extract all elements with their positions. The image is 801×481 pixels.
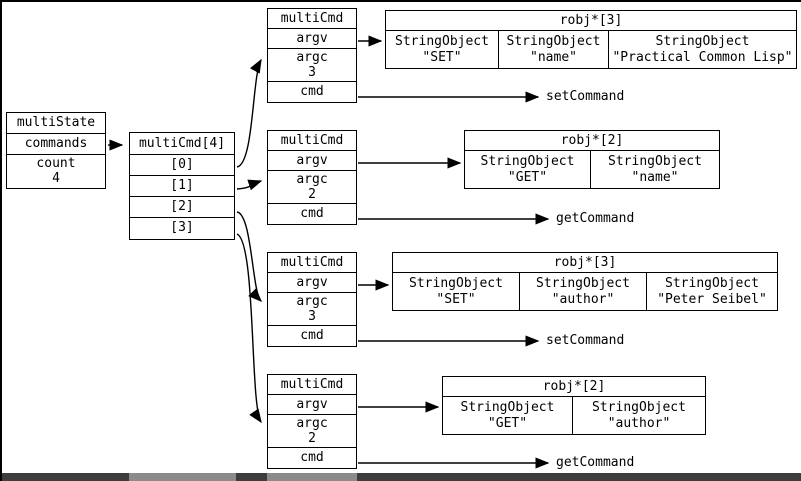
multistate-count-row: count 4 <box>7 155 105 188</box>
robj-cell-value: "author" <box>607 415 671 431</box>
robj-cell-type: StringObject <box>665 275 759 291</box>
argc-value: 2 <box>308 431 316 446</box>
robj-cells: StringObject "SET" StringObject "name" S… <box>386 31 796 68</box>
robj-cell: StringObject "name" <box>591 151 719 188</box>
multicmd-title: multiCmd <box>268 131 356 151</box>
robj-cell-value: "name" <box>530 49 577 65</box>
cmd-row: cmd <box>300 450 324 465</box>
arrow-slot2-to-multicmd3 <box>236 211 262 302</box>
cmd-target-label-3: setCommand <box>546 333 625 348</box>
cmd-row: cmd <box>300 206 324 221</box>
arrow-slot3-to-multicmd4 <box>236 233 262 424</box>
robj-cell-type: StringObject <box>608 153 702 169</box>
robj-cell-value: "Practical Common Lisp" <box>612 49 793 65</box>
robj-cell-type: StringObject <box>536 275 630 291</box>
robj-title: robj*[3] <box>386 11 796 31</box>
robj-cell: StringObject "Peter Seibel" <box>647 273 777 310</box>
multicmd-box-3: multiCmd argv argc 3 cmd <box>267 252 357 347</box>
argv-row: argv <box>268 29 356 49</box>
array-slot-0: [0] <box>130 155 234 176</box>
taskbar-segment <box>267 473 357 481</box>
argc-value: 2 <box>308 187 316 202</box>
multicmd-title: multiCmd <box>268 253 356 273</box>
multistate-commands-row: commands <box>7 134 105 155</box>
argc-label: argc <box>296 50 328 65</box>
robj-cell-value: "SET" <box>436 291 476 307</box>
argc-value: 3 <box>308 65 316 80</box>
robj-cell-value: "GET" <box>507 169 548 185</box>
robj-cell: StringObject "SET" <box>386 31 499 68</box>
multicmd-array-title: multiCmd[4] <box>130 133 234 155</box>
cmd-target-label-4: getCommand <box>556 455 635 470</box>
array-slot-3: [3] <box>170 220 194 235</box>
count-label: count <box>36 156 76 171</box>
robj-cells: StringObject "GET" StringObject "author" <box>443 397 705 434</box>
robj-cell-value: "GET" <box>487 415 528 431</box>
robj-cell-value: "Peter Seibel" <box>657 291 767 307</box>
robj-cell-value: "SET" <box>422 49 462 65</box>
robj-cell-type: StringObject <box>655 33 750 49</box>
robj-title: robj*[2] <box>465 131 719 151</box>
robj-cell: StringObject "author" <box>573 397 705 434</box>
argc-row: argc 3 <box>268 49 356 82</box>
argv-row: argv <box>268 273 356 293</box>
argc-label: argc <box>296 172 328 187</box>
robj-cell-type: StringObject <box>395 33 489 49</box>
robj-cell: StringObject "name" <box>499 31 609 68</box>
arrow-slot1-to-multicmd2 <box>236 179 263 191</box>
robj-cell: StringObject "GET" <box>465 151 591 188</box>
multicmd-box-4: multiCmd argv argc 2 cmd <box>267 374 357 469</box>
robj-cell: StringObject "Practical Common Lisp" <box>609 31 796 68</box>
robj-box-3: robj*[3] StringObject "SET" StringObject… <box>392 252 778 311</box>
robj-box-1: robj*[3] StringObject "SET" StringObject… <box>385 10 797 69</box>
array-slot-2: [2] <box>130 197 234 218</box>
cmd-row: cmd <box>300 328 324 343</box>
robj-title: robj*[3] <box>393 253 777 273</box>
robj-cells: StringObject "SET" StringObject "author"… <box>393 273 777 310</box>
argc-label: argc <box>296 294 328 309</box>
robj-cell-value: "author" <box>551 291 615 307</box>
robj-cell-type: StringObject <box>460 399 555 415</box>
argv-row: argv <box>268 395 356 415</box>
multistate-title: multiState <box>7 113 105 134</box>
array-slot-1: [1] <box>130 176 234 197</box>
argc-label: argc <box>296 416 328 431</box>
argc-row: argc 2 <box>268 171 356 204</box>
robj-cell: StringObject "author" <box>520 273 647 310</box>
multicmd-title: multiCmd <box>268 375 356 395</box>
robj-cell: StringObject "GET" <box>443 397 573 434</box>
robj-cell: StringObject "SET" <box>393 273 520 310</box>
robj-box-4: robj*[2] StringObject "GET" StringObject… <box>442 376 706 435</box>
multicmd-box-1: multiCmd argv argc 3 cmd <box>267 8 357 103</box>
multistate-box: multiState commands count 4 <box>6 112 106 189</box>
robj-box-2: robj*[2] StringObject "GET" StringObject… <box>464 130 720 189</box>
robj-cells: StringObject "GET" StringObject "name" <box>465 151 719 188</box>
cmd-target-label-1: setCommand <box>546 89 625 104</box>
argc-value: 3 <box>308 309 316 324</box>
cmd-target-label-2: getCommand <box>556 211 635 226</box>
argc-row: argc 3 <box>268 293 356 326</box>
robj-cell-type: StringObject <box>480 153 575 169</box>
multicmd-box-2: multiCmd argv argc 2 cmd <box>267 130 357 225</box>
multicmd-array-box: multiCmd[4] [0] [1] [2] [3] <box>129 132 235 240</box>
argc-row: argc 2 <box>268 415 356 448</box>
robj-cell-value: "name" <box>631 169 679 185</box>
robj-cell-type: StringObject <box>592 399 686 415</box>
argv-row: argv <box>268 151 356 171</box>
robj-cell-type: StringObject <box>409 275 503 291</box>
count-value: 4 <box>52 171 60 186</box>
robj-title: robj*[2] <box>443 377 705 397</box>
cmd-row: cmd <box>300 84 324 99</box>
arrow-slot0-to-multicmd1 <box>236 58 262 168</box>
multicmd-title: multiCmd <box>268 9 356 29</box>
bottom-bar <box>2 473 801 481</box>
robj-cell-type: StringObject <box>506 33 601 49</box>
taskbar-segment <box>129 473 236 481</box>
